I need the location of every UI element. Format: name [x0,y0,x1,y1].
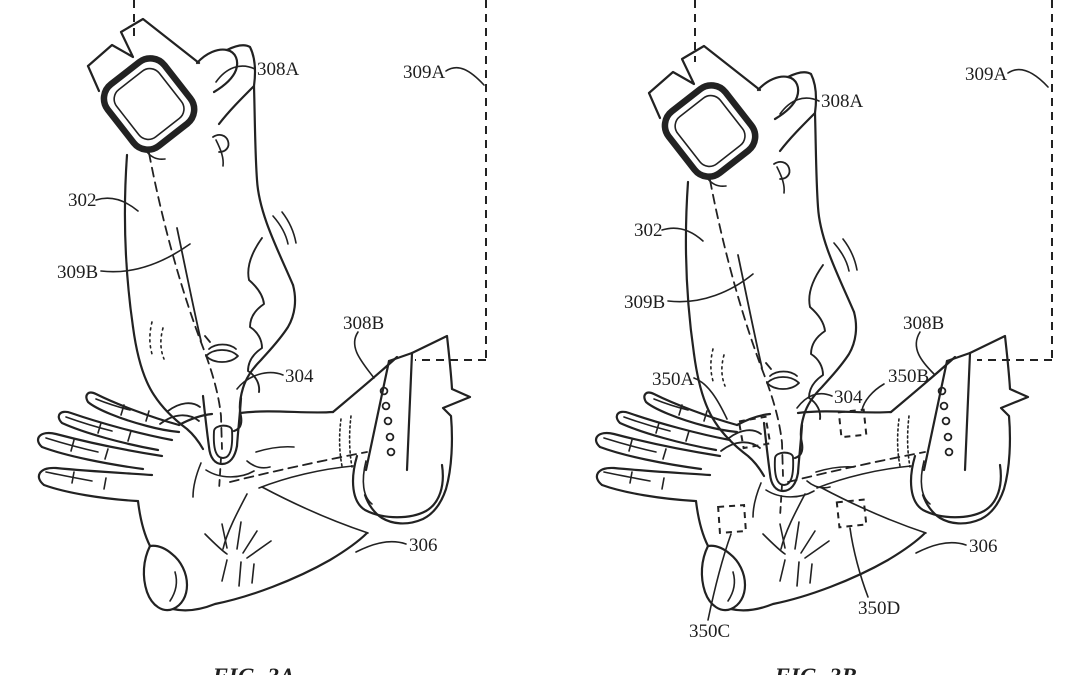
ref-label-309b-fig3a: 309B [57,262,98,283]
ref-label-306-fig3b: 306 [969,536,998,557]
ref-label-350a-fig3b: 350A [652,369,695,390]
leader-lines-3a [96,66,484,552]
figure-3b: 308A 309A 302 309B 308B 350A 350B 304 30… [596,0,1052,675]
ref-label-350c-fig3b: 350C [689,621,730,642]
target-region-350d [837,500,866,528]
target-region-350c [718,505,746,533]
ref-label-308a-fig3a: 308A [257,59,300,80]
ref-label-309a-fig3a: 309A [403,62,446,83]
ref-label-309b-fig3b: 309B [624,292,665,313]
ref-label-308b-fig3b: 308B [903,313,944,334]
ref-label-309a-fig3b: 309A [965,64,1008,85]
ref-label-304-fig3a: 304 [285,366,314,387]
leader-309a [446,68,484,85]
leader-350b [862,384,884,410]
contact-details [193,447,294,497]
ref-label-308a-fig3b: 308A [821,91,864,112]
leader-306 [356,542,406,552]
leader-309b [668,274,753,302]
leader-309b [101,244,190,272]
ref-label-302-fig3a: 302 [68,190,97,211]
ref-label-306-fig3a: 306 [409,535,438,556]
target-region-350b [839,410,866,437]
leader-306 [916,543,966,553]
leader-302 [662,228,703,241]
figure-3a: 308A 309A 302 309B 308B 304 306 FIG. 3A [38,0,486,675]
ref-label-308b-fig3a: 308B [343,313,384,334]
leader-302 [96,198,138,211]
contact-details [753,467,854,517]
ref-label-302-fig3b: 302 [634,220,663,241]
leader-350d [850,528,868,597]
ref-label-350b-fig3b: 350B [888,366,929,387]
ref-label-304-fig3b: 304 [834,387,863,408]
leader-309a [1008,70,1048,87]
figure-caption-3b: FIG. 3B [774,664,858,675]
leader-308b [355,332,374,378]
ref-label-350d-fig3b: 350D [858,598,900,619]
figure-caption-3a: FIG. 3A [212,664,296,675]
